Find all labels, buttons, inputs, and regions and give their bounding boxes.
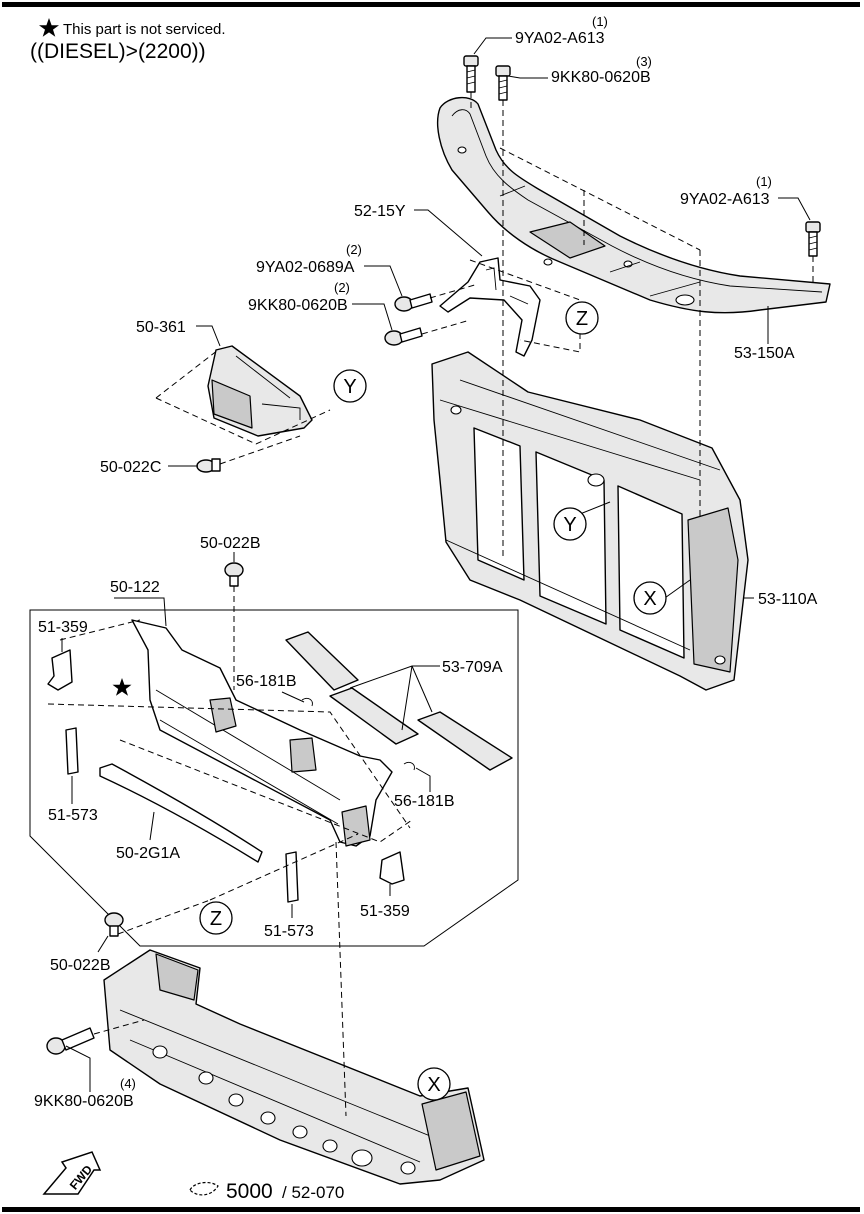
group-number: 5000	[226, 1180, 273, 1203]
ref-circle-z-top: Z	[565, 301, 599, 335]
star-icon	[39, 18, 59, 37]
callout-56-181b-upper: 56-181B	[236, 673, 297, 690]
header: This part is not serviced. ((DIESEL)>(22…	[30, 18, 226, 63]
svg-text:Y: Y	[563, 514, 576, 536]
fwd-arrow-icon	[42, 1151, 102, 1195]
logo-mark-icon	[189, 1181, 219, 1196]
callout-51-573-left: 51-573	[48, 807, 98, 824]
callout-qty-2a: (2)	[346, 242, 362, 257]
radiator-support-53-110a	[431, 351, 749, 691]
bolt-9ya02-0689a	[394, 293, 433, 312]
ref-circle-y-support: Y	[553, 507, 587, 541]
upper-shroud	[437, 97, 831, 314]
callout-52-15y: 52-15Y	[354, 203, 406, 220]
clip-56-181b-lower	[403, 761, 415, 771]
clip-56-181b-upper	[301, 697, 313, 707]
clip-51-359-bottom	[379, 851, 405, 885]
fwd-arrow: FWD	[42, 1151, 102, 1195]
callout-9kk80-0620b-top: 9KK80-0620B	[551, 69, 651, 86]
duct-50-361	[207, 345, 313, 437]
seal-50-2g1a	[99, 763, 263, 863]
callout-53-709a: 53-709A	[442, 659, 503, 676]
callout-50-361: 50-361	[136, 319, 186, 336]
bottom-border	[2, 1207, 860, 1212]
variant-label: ((DIESEL)>(2200))	[30, 40, 206, 63]
star-icon	[112, 678, 132, 696]
callout-qty-4: (4)	[120, 1076, 136, 1091]
callout-9kk80-0620b-bottom: 9KK80-0620B	[34, 1093, 134, 1110]
callout-51-573-mid: 51-573	[264, 923, 314, 940]
svg-text:X: X	[643, 588, 656, 610]
callout-50-2g1a: 50-2G1A	[116, 845, 180, 862]
bolt-9kk80-0620b-mid	[384, 327, 423, 346]
assembly-box	[29, 609, 519, 947]
ref-circle-x-bumper: X	[417, 1067, 451, 1101]
assembly-lines	[47, 92, 814, 1117]
callout-53-150a: 53-150A	[734, 345, 795, 362]
page-number: / 52-070	[282, 1183, 344, 1202]
strip-51-573-mid	[285, 851, 299, 903]
ref-circle-x-support: X	[633, 581, 667, 615]
callout-50-022b-top: 50-022B	[200, 535, 261, 552]
top-border	[2, 2, 860, 7]
bracket-52-15y	[439, 257, 541, 357]
callout-9ya02-a613-left: 9YA02-A613	[515, 30, 605, 47]
callout-51-359-top: 51-359	[38, 619, 88, 636]
callout-9ya02-a613-right: 9YA02-A613	[680, 191, 770, 208]
callout-9ya02-0689a: 9YA02-0689A	[256, 259, 355, 276]
callout-53-110a: 53-110A	[758, 591, 818, 608]
clip-51-359-top	[47, 649, 73, 691]
callout-qty-1: (1)	[592, 14, 608, 29]
callout-9kk80-0620b-mid: 9KK80-0620B	[248, 297, 348, 314]
callout-qty-2b: (2)	[334, 280, 350, 295]
svg-text:Z: Z	[210, 908, 222, 930]
ref-circle-y-left: Y	[333, 369, 367, 403]
svg-text:X: X	[427, 1074, 440, 1096]
svg-text:Z: Z	[576, 308, 588, 330]
footer-reference: 5000 / 52-070	[189, 1180, 344, 1203]
ref-circle-z-bottom: Z	[199, 901, 233, 935]
frame-50-122	[131, 619, 393, 847]
foam-53-709a	[285, 631, 513, 771]
callout-51-359-bottom: 51-359	[360, 903, 410, 920]
svg-text:Y: Y	[343, 376, 356, 398]
bolt-9kk80-0620b-bottom	[46, 1027, 95, 1055]
callout-qty-1b: (1)	[756, 174, 772, 189]
clip-50-022c	[196, 458, 221, 473]
clip-50-022b-bottom	[104, 912, 124, 937]
bolt-9kk80-0620b-top	[495, 65, 511, 101]
callout-56-181b-lower: 56-181B	[394, 793, 455, 810]
bumper-reinforcement	[103, 949, 485, 1185]
callout-50-022b-bottom: 50-022B	[50, 957, 111, 974]
callout-50-122: 50-122	[110, 579, 160, 596]
clip-50-022b-top	[224, 562, 244, 587]
strip-51-573-left	[65, 727, 79, 775]
leader-lines	[61, 37, 811, 1092]
bolt-9ya02-a613-left	[463, 55, 479, 93]
callout-qty-3: (3)	[636, 54, 652, 69]
callout-50-022c: 50-022C	[100, 459, 161, 476]
bolt-9ya02-a613-right	[805, 221, 821, 257]
star-note: This part is not serviced.	[63, 21, 226, 38]
